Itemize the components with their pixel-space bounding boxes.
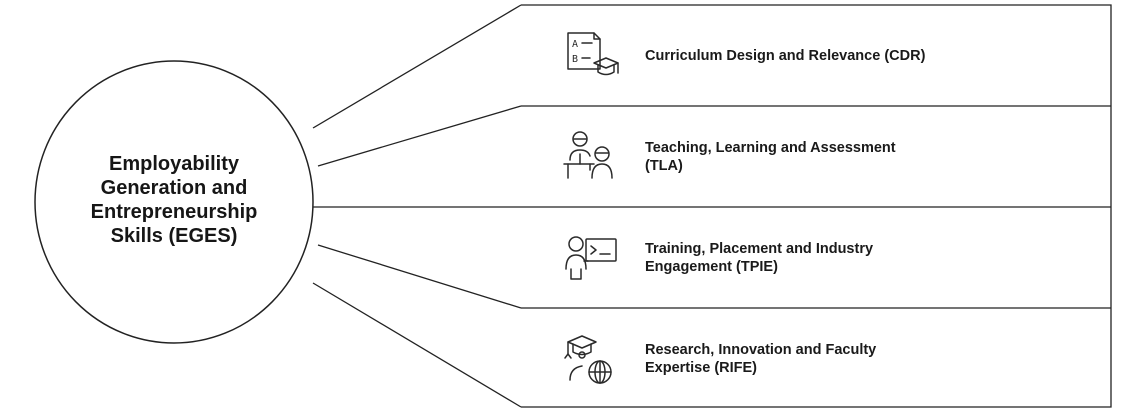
- item-label: Curriculum Design and Relevance (CDR): [645, 47, 1045, 65]
- item-label-line: Engagement (TPIE): [645, 259, 778, 275]
- item-tla: Teaching, Learning and Assessment (TLA): [563, 107, 1098, 207]
- item-label: Training, Placement and Industry Engagem…: [645, 240, 1045, 276]
- fan-line-3: [317, 244, 522, 309]
- graduate-with-globe-icon: [560, 328, 622, 390]
- item-label-line: Training, Placement and Industry: [645, 241, 874, 257]
- item-tpie: Training, Placement and Industry Engagem…: [565, 208, 1098, 308]
- center-label: Employability Generation and Entrepreneu…: [40, 152, 308, 248]
- ab-document-graduation-cap-icon: A B: [560, 25, 622, 87]
- center-label-line: Skills (EGES): [110, 225, 238, 247]
- center-label-line: Generation and: [100, 177, 248, 199]
- center-label-line: Employability: [108, 153, 240, 175]
- icon-letter-b: B: [572, 54, 578, 65]
- item-label: Teaching, Learning and Assessment (TLA): [645, 139, 1045, 175]
- fan-line-2: [317, 105, 522, 167]
- icon-letter-a: A: [572, 39, 578, 50]
- item-label-line: (TLA): [645, 158, 683, 174]
- item-label-line: Expertise (RIFE): [645, 360, 757, 376]
- fan-line-1: [312, 4, 522, 129]
- item-label-line: Research, Innovation and Faculty: [645, 342, 877, 358]
- center-label-line: Entrepreneurship: [90, 201, 258, 223]
- panel-outline: [521, 4, 1112, 408]
- item-label: Research, Innovation and Faculty Experti…: [645, 341, 1045, 377]
- teacher-and-student-icon: [560, 126, 622, 188]
- fan-line-4: [312, 282, 522, 408]
- item-rife: Research, Innovation and Faculty Experti…: [564, 309, 1098, 409]
- person-with-terminal-icon: [560, 227, 622, 289]
- item-cdr: A B Curriculum Design and Relevance (CDR…: [567, 6, 1098, 106]
- item-label-line: Curriculum Design and Relevance (CDR): [645, 48, 926, 64]
- center-ellipse: [34, 60, 314, 344]
- item-label-line: Teaching, Learning and Assessment: [645, 140, 896, 156]
